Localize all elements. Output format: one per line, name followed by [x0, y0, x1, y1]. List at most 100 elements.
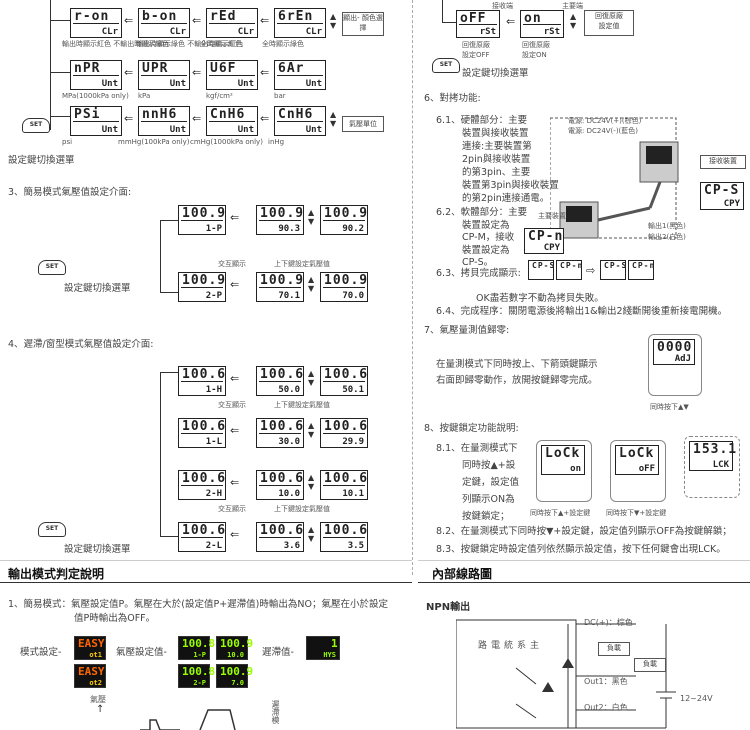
wire-label: 主要裝置: [538, 212, 566, 220]
text-line: 列顯示ON為: [462, 494, 515, 505]
mode-label: 模式設定-: [20, 647, 62, 658]
load-label: 負載: [598, 642, 630, 656]
ok-note: OK盡若數字不動為拷貝失敗。: [476, 293, 604, 304]
set-value-label: 氣壓設定值-: [116, 647, 167, 658]
cap: mmHg(100kPa only): [118, 138, 190, 146]
cap: 回復原廠 設定ON: [522, 41, 550, 59]
main-circuit-label: 主 系 統 電 路: [476, 640, 538, 649]
text-line: 裝置設定為: [462, 219, 510, 231]
copy-wiring-diagram: [550, 117, 679, 239]
section3-title: 3、簡易模式氣壓值設定介面:: [8, 187, 132, 198]
cap: MPa(1000kPa only): [62, 92, 129, 100]
circuit-title: 內部線路圖: [432, 567, 493, 581]
section7-title: 7、氣壓量測值歸零:: [424, 325, 510, 336]
cap: 接收端: [492, 2, 513, 10]
updown-icon: ▲▼: [330, 12, 337, 30]
npn-circuit: [456, 619, 676, 729]
cap: 輸出時顯示紅色 不輸出時顯示綠色: [62, 40, 170, 48]
set-key-icon: SET: [38, 260, 66, 275]
section82: 8.2、在量測模式下同時按▼+設定鍵，設定值列顯示OFF為按鍵解鎖；: [436, 526, 732, 537]
section4-title: 4、遲滯/窗型模式氣壓值設定介面:: [8, 339, 154, 350]
text-line: 按鍵鎖定；: [462, 511, 510, 522]
cap: 輸出時顯示綠色 不輸出時顯示紅色: [136, 40, 244, 48]
cp-s-1: CP-S: [528, 260, 554, 280]
cap: psi: [62, 138, 73, 146]
factory-reset-label: 回復原廠 設定值: [584, 10, 634, 36]
text-line: 裝置與接收裝置: [462, 128, 529, 139]
cap: 交互顯示: [218, 401, 246, 409]
wire-label: 輸出1(黑色): [648, 222, 686, 230]
cap: bar: [274, 92, 286, 100]
unit-label: 氣壓單位: [342, 116, 384, 132]
cap: kgf/cm²: [206, 92, 233, 100]
set-key-icon: SET: [38, 522, 66, 537]
wire-label: 輸出2(白色): [648, 233, 686, 241]
s7-text: 在量測模式下同時按上、下箭頭鍵顯示: [436, 359, 598, 370]
text-line: 同時按▲+設: [462, 460, 516, 471]
pressure-label: 氣壓: [90, 695, 106, 704]
divider: [412, 0, 413, 575]
s7-text: 右面即歸零動作，放開按鍵歸零完成。: [436, 375, 598, 386]
text-line: 連接:主要裝置第: [462, 141, 532, 152]
set-caption: 設定鍵切換選單: [64, 283, 131, 294]
text-line: 6.1、硬體部分：主要: [436, 115, 528, 126]
text-line: 6.2、軟體部分：主要: [436, 207, 528, 218]
section8-title: 8、按鍵鎖定功能說明:: [424, 423, 519, 434]
text-line: 2pin與接收裝置: [462, 154, 531, 165]
set-caption: 設定鍵切換選單: [8, 155, 75, 166]
cap: 上下鍵設定氣壓值: [274, 260, 330, 268]
cap: 上下鍵設定氣壓值: [274, 401, 330, 409]
cap: 同時按下▲+設定鍵: [530, 509, 591, 517]
wire-label: 電源: DC24V(-)(藍色): [568, 127, 639, 135]
cap: 主要端: [562, 2, 583, 10]
arrow-up-icon: ↑: [96, 704, 105, 715]
cap: 同時按下▲▼: [650, 403, 689, 411]
section83: 8.3、按鍵鎖定時設定值列依然顯示設定值，按下任何鍵會出現LCK。: [436, 544, 726, 555]
cp-n-1: CP-n: [556, 260, 582, 280]
load-label: 負載: [634, 658, 666, 672]
set-key-icon: SET: [22, 118, 50, 133]
cp-s-2: CP-S: [600, 260, 626, 280]
text-line: 8.1、在量測模式下: [436, 443, 518, 454]
circuit-label: Out2：白色: [584, 703, 628, 712]
text-line: 的第2pin連接通電。: [462, 193, 550, 204]
output-text: 值P時輸出為OFF。: [74, 613, 156, 624]
text-line: 裝置第3pin與接收裝置: [462, 180, 559, 191]
cap: 回復原廠 設定OFF: [462, 41, 490, 59]
cap: 交互顯示: [218, 505, 246, 513]
hys-label: 遲滯值-: [262, 647, 294, 658]
receiver-label: 接收裝置: [700, 155, 746, 169]
section6-title: 6、對拷功能:: [424, 93, 481, 104]
